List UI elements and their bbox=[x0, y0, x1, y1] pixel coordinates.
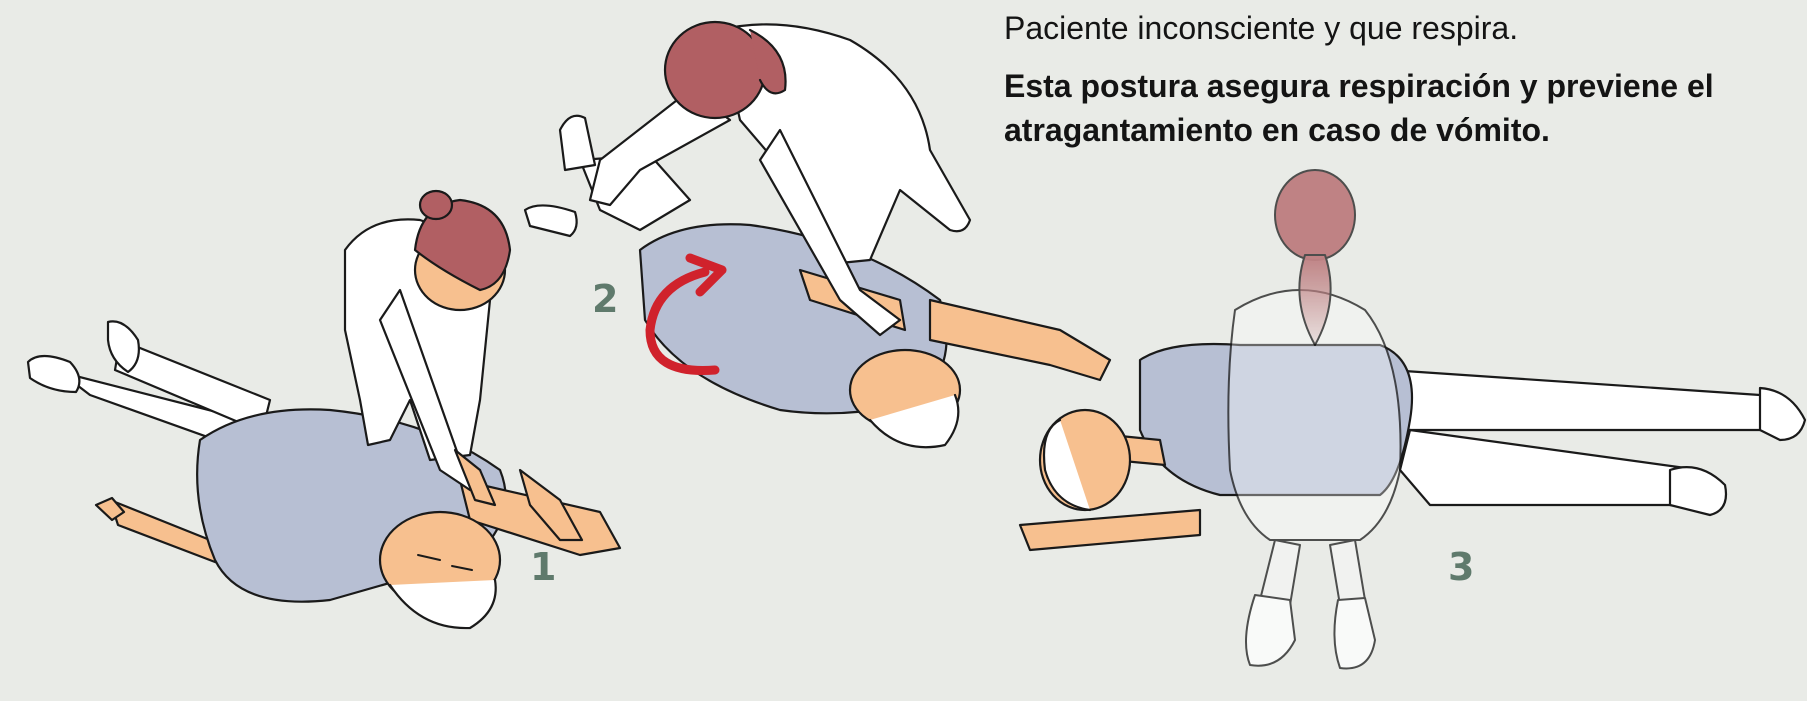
caption-line-2: Esta postura asegura respiración y previ… bbox=[1004, 64, 1764, 152]
step-number-3: 3 bbox=[1448, 548, 1474, 586]
caption-line-1: Paciente inconsciente y que respira. bbox=[1004, 6, 1764, 50]
step-number-1: 1 bbox=[530, 548, 556, 586]
caption: Paciente inconsciente y que respira. Est… bbox=[1004, 6, 1764, 152]
scene-3-rescuer-seen-from-behind bbox=[1228, 170, 1400, 668]
step-number-2: 2 bbox=[592, 280, 618, 318]
scene-3-patient-recovery-position bbox=[1020, 344, 1805, 550]
